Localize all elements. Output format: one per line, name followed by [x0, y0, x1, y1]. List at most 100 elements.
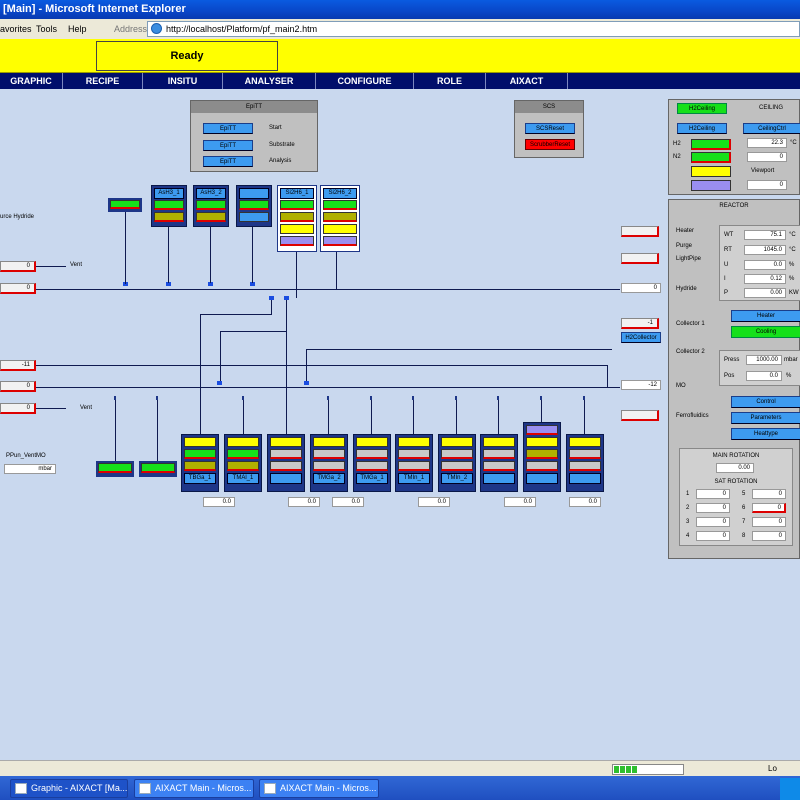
left-input-4[interactable]: 0: [0, 381, 36, 392]
ash3-1-cell-2[interactable]: [154, 212, 184, 222]
tmga-2-cell-2[interactable]: [313, 449, 345, 459]
menu-tools[interactable]: Tools: [36, 19, 57, 39]
hydride-3-cell-2[interactable]: [239, 212, 269, 222]
mo9-cell-1[interactable]: [526, 425, 558, 435]
tab-configure[interactable]: CONFIGURE: [316, 73, 414, 89]
tab-graphic[interactable]: GRAPHIC: [0, 73, 63, 89]
left-input-1[interactable]: 0: [0, 261, 36, 272]
taskbar-item-graphic[interactable]: Graphic - AIXACT [Ma...: [10, 779, 128, 798]
si2h6-1-label: Si2H6_1: [280, 188, 314, 199]
ash3-1-cell-1[interactable]: [154, 200, 184, 210]
h2-valve[interactable]: [691, 139, 731, 150]
mo10-cell-1[interactable]: [569, 437, 601, 447]
si2h6-2-cell-2[interactable]: [323, 212, 357, 222]
ash3-1-pipe: [168, 227, 169, 283]
tmal-1-cell-1[interactable]: [227, 437, 259, 447]
tab-aixact[interactable]: AIXACT: [486, 73, 568, 89]
ceiling-purple-indicator: [691, 180, 731, 191]
scrubber-reset-button[interactable]: ScrubberReset: [525, 139, 575, 150]
parameters-button[interactable]: Parameters: [731, 412, 800, 424]
n2-valve[interactable]: [691, 152, 731, 163]
mo9-cell-4[interactable]: [526, 461, 558, 471]
mo10-cell-3[interactable]: [569, 461, 601, 471]
system-tray: [780, 778, 800, 800]
tmga-1-cell-3[interactable]: [356, 461, 388, 471]
menu-help[interactable]: Help: [68, 19, 87, 39]
cooling-button[interactable]: Cooling: [731, 326, 800, 338]
tmin-2-cell-2[interactable]: [441, 449, 473, 459]
tbga-1-cell-3[interactable]: [184, 461, 216, 471]
tmga-2-cell-3[interactable]: [313, 461, 345, 471]
tmga-1-cell-2[interactable]: [356, 449, 388, 459]
hydride-source-0-cell[interactable]: [110, 200, 140, 209]
epitt-substrate-button[interactable]: EpiTT: [203, 140, 253, 151]
tab-analyser[interactable]: ANALYSER: [223, 73, 316, 89]
si2h6-2-cell-1[interactable]: [323, 200, 357, 210]
tmal-1-cell-2[interactable]: [227, 449, 259, 459]
left-input-2[interactable]: 0: [0, 283, 36, 294]
mo3-cell-3[interactable]: [270, 461, 302, 471]
lightpipe-input[interactable]: [621, 253, 659, 264]
collector1-value[interactable]: -1: [621, 318, 659, 329]
tmin-1-cell-2[interactable]: [398, 449, 430, 459]
heater-input[interactable]: [621, 226, 659, 237]
rt-label: RT: [724, 247, 732, 253]
hydride-pipe-0: [125, 212, 126, 284]
si2h6-1-cell-1[interactable]: [280, 200, 314, 210]
ferrofluidics-input[interactable]: [621, 410, 659, 421]
hydride-branch-2: [220, 331, 286, 332]
tick-10: [583, 396, 585, 400]
control-button[interactable]: Control: [731, 396, 800, 408]
tick-5: [370, 396, 372, 400]
tmin-1-cell-1[interactable]: [398, 437, 430, 447]
tmin-1-cell-3[interactable]: [398, 461, 430, 471]
ready-status: Ready: [96, 41, 278, 71]
hydride-3-cell-1[interactable]: [239, 200, 269, 210]
mo9-cell-3[interactable]: [526, 449, 558, 459]
h2ceiling-top-button[interactable]: H2Ceiling: [677, 103, 727, 114]
si2h6-1-cell-4[interactable]: [280, 236, 314, 246]
left-input-5[interactable]: 0: [0, 403, 36, 414]
h2collector-button[interactable]: H2Collector: [621, 332, 661, 343]
tab-insitu[interactable]: INSITU: [143, 73, 223, 89]
heattype-button[interactable]: Heattype: [731, 428, 800, 440]
heater-button[interactable]: Heater: [731, 310, 800, 322]
mo-bottom-value-4: 0.0: [418, 497, 450, 507]
tab-recipe[interactable]: RECIPE: [63, 73, 143, 89]
h2ceiling-button[interactable]: H2Ceiling: [677, 123, 727, 134]
epitt-analysis-button[interactable]: EpiTT: [203, 156, 253, 167]
taskbar-item-aixact-1[interactable]: AIXACT Main - Micros...: [134, 779, 254, 798]
si2h6-2-cell-3[interactable]: [323, 224, 357, 234]
vent-line-1: [36, 266, 66, 267]
ceiling-temp-value: 22.3: [747, 138, 787, 148]
ash3-2-cell-2[interactable]: [196, 212, 226, 222]
si2h6-1-cell-3[interactable]: [280, 224, 314, 234]
si2h6-2-cell-4[interactable]: [323, 236, 357, 246]
mo10-cell-2[interactable]: [569, 449, 601, 459]
ceilingctrl-button[interactable]: CeilingCtrl: [743, 123, 800, 134]
left-input-3[interactable]: -11: [0, 360, 36, 371]
menu-favorites[interactable]: avorites: [0, 19, 32, 39]
mo-valve-b-cell[interactable]: [141, 463, 175, 473]
taskbar-item-aixact-2[interactable]: AIXACT Main - Micros...: [259, 779, 379, 798]
mo-valve-a-cell[interactable]: [98, 463, 132, 473]
address-bar[interactable]: http://localhost/Platform/pf_main2.htm: [147, 21, 800, 37]
tmin-2-cell-3[interactable]: [441, 461, 473, 471]
epitt-start-button[interactable]: EpiTT: [203, 123, 253, 134]
ash3-2-cell-1[interactable]: [196, 200, 226, 210]
tmin-2-cell-1[interactable]: [441, 437, 473, 447]
tmga-2-cell-1[interactable]: [313, 437, 345, 447]
mo8-cell-2[interactable]: [483, 449, 515, 459]
mo8-cell-3[interactable]: [483, 461, 515, 471]
tbga-1-cell-1[interactable]: [184, 437, 216, 447]
si2h6-1-cell-2[interactable]: [280, 212, 314, 222]
tmga-1-cell-1[interactable]: [356, 437, 388, 447]
mo9-cell-2[interactable]: [526, 437, 558, 447]
scs-reset-button[interactable]: SCSReset: [525, 123, 575, 134]
mo8-cell-1[interactable]: [483, 437, 515, 447]
mo3-cell-2[interactable]: [270, 449, 302, 459]
tmal-1-cell-3[interactable]: [227, 461, 259, 471]
tbga-1-cell-2[interactable]: [184, 449, 216, 459]
mo3-cell-1[interactable]: [270, 437, 302, 447]
tab-role[interactable]: ROLE: [414, 73, 486, 89]
